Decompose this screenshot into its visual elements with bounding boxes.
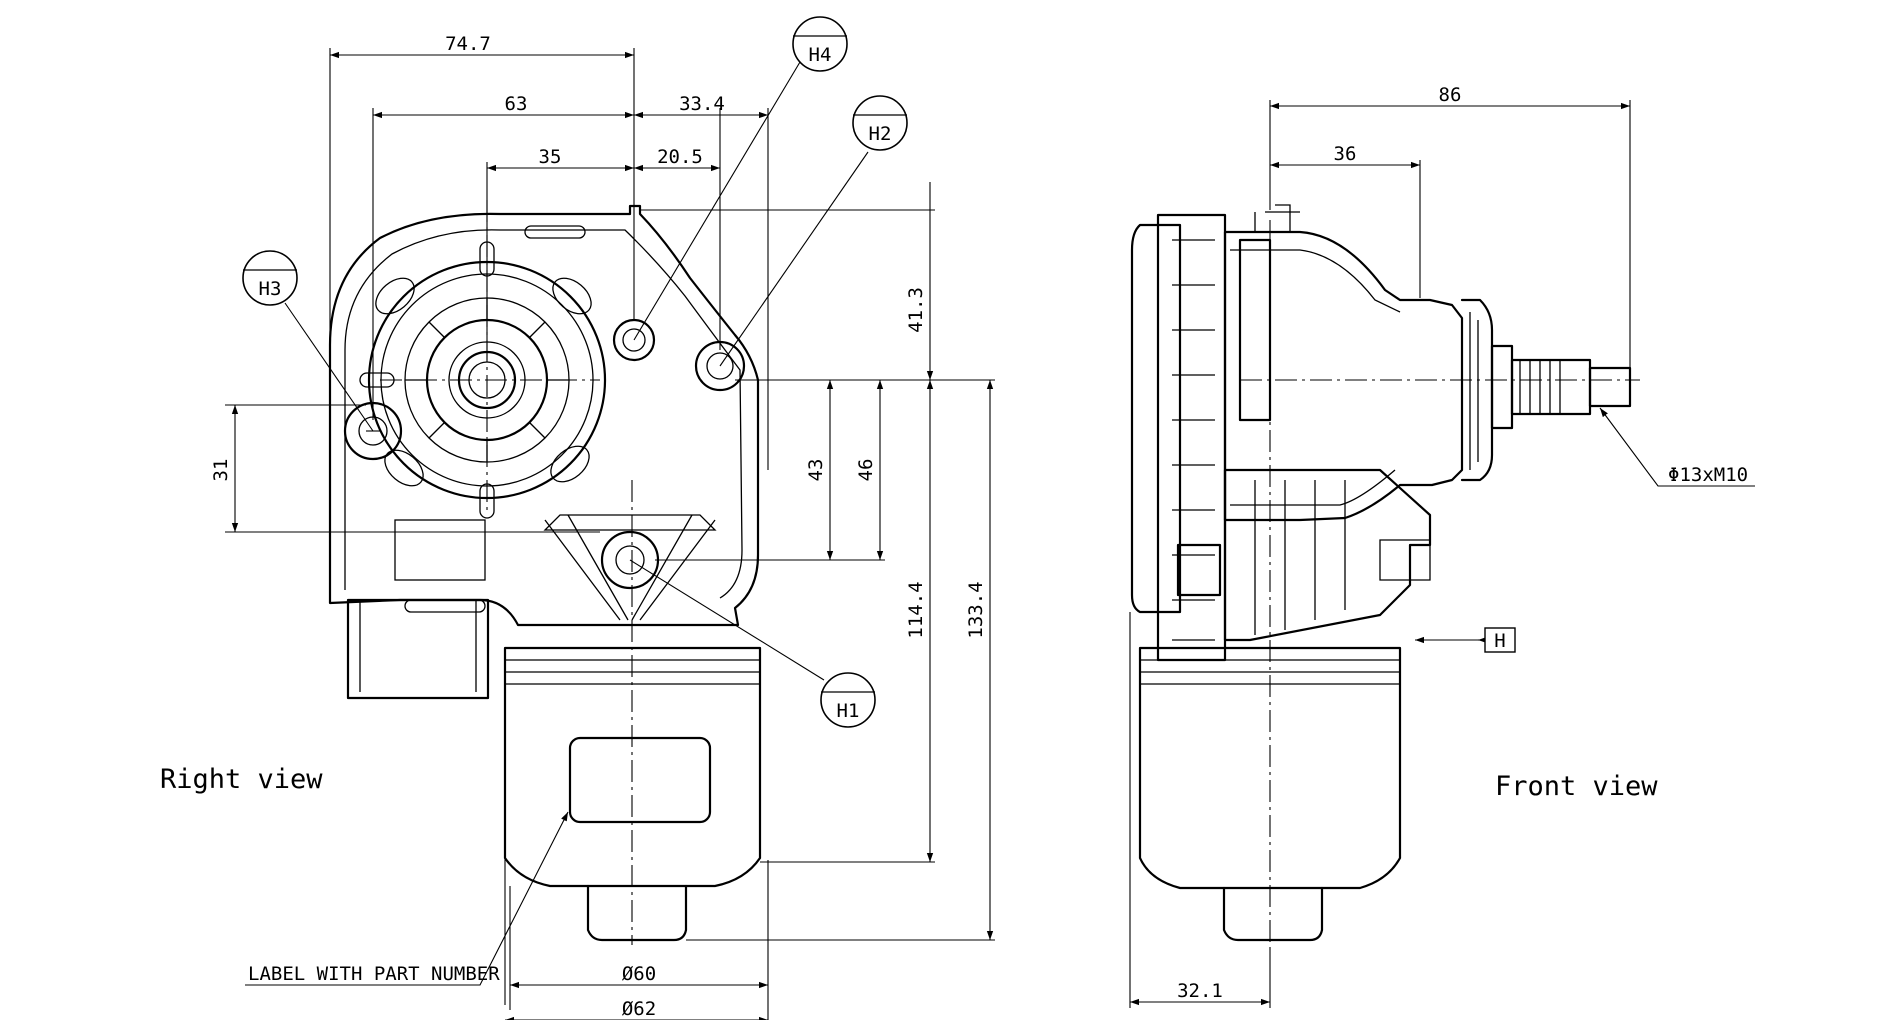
right-view-label: Right view bbox=[160, 764, 323, 795]
front-view-dim-text: 86 36 32.1 Φ13xM10 H bbox=[1177, 84, 1748, 1002]
dim-33-4: 33.4 bbox=[679, 93, 725, 115]
label-note: LABEL WITH PART NUMBER bbox=[248, 963, 500, 985]
front-view-label: Front view bbox=[1495, 771, 1658, 802]
dim-74-7: 74.7 bbox=[445, 33, 491, 55]
dim-36: 36 bbox=[1334, 143, 1357, 165]
dim-63: 63 bbox=[505, 93, 528, 115]
front-view-dimensions bbox=[1129, 100, 1755, 1008]
dim-35: 35 bbox=[539, 146, 562, 168]
dim-shaft: Φ13xM10 bbox=[1668, 464, 1748, 486]
right-view bbox=[328, 200, 762, 945]
part-label-area bbox=[568, 736, 712, 824]
dim-133-4: 133.4 bbox=[965, 581, 987, 638]
datum-h: H bbox=[1494, 630, 1505, 652]
callout-h1: H1 bbox=[837, 700, 860, 722]
callout-h2: H2 bbox=[869, 123, 892, 145]
dim-114-4: 114.4 bbox=[905, 581, 927, 638]
dim-43: 43 bbox=[805, 459, 827, 482]
front-view bbox=[1130, 204, 1640, 950]
dim-20-5: 20.5 bbox=[657, 146, 703, 168]
dim-dia-62: Ø62 bbox=[622, 998, 656, 1020]
callouts: H4 H2 H3 H1 bbox=[242, 16, 908, 728]
datum-h-box bbox=[1484, 627, 1516, 653]
dim-32-1: 32.1 bbox=[1177, 980, 1223, 1002]
dim-dia-60: Ø60 bbox=[622, 963, 656, 985]
right-view-dim-text: 74.7 63 33.4 35 20.5 41.3 114.4 133.4 43… bbox=[210, 33, 987, 1020]
callout-h3: H3 bbox=[259, 278, 282, 300]
callout-h4: H4 bbox=[809, 44, 832, 66]
right-view-dimensions bbox=[225, 48, 995, 1020]
dim-46: 46 bbox=[855, 459, 877, 482]
dim-41-3: 41.3 bbox=[905, 287, 927, 333]
dim-31: 31 bbox=[210, 459, 232, 482]
dim-86: 86 bbox=[1439, 84, 1462, 106]
